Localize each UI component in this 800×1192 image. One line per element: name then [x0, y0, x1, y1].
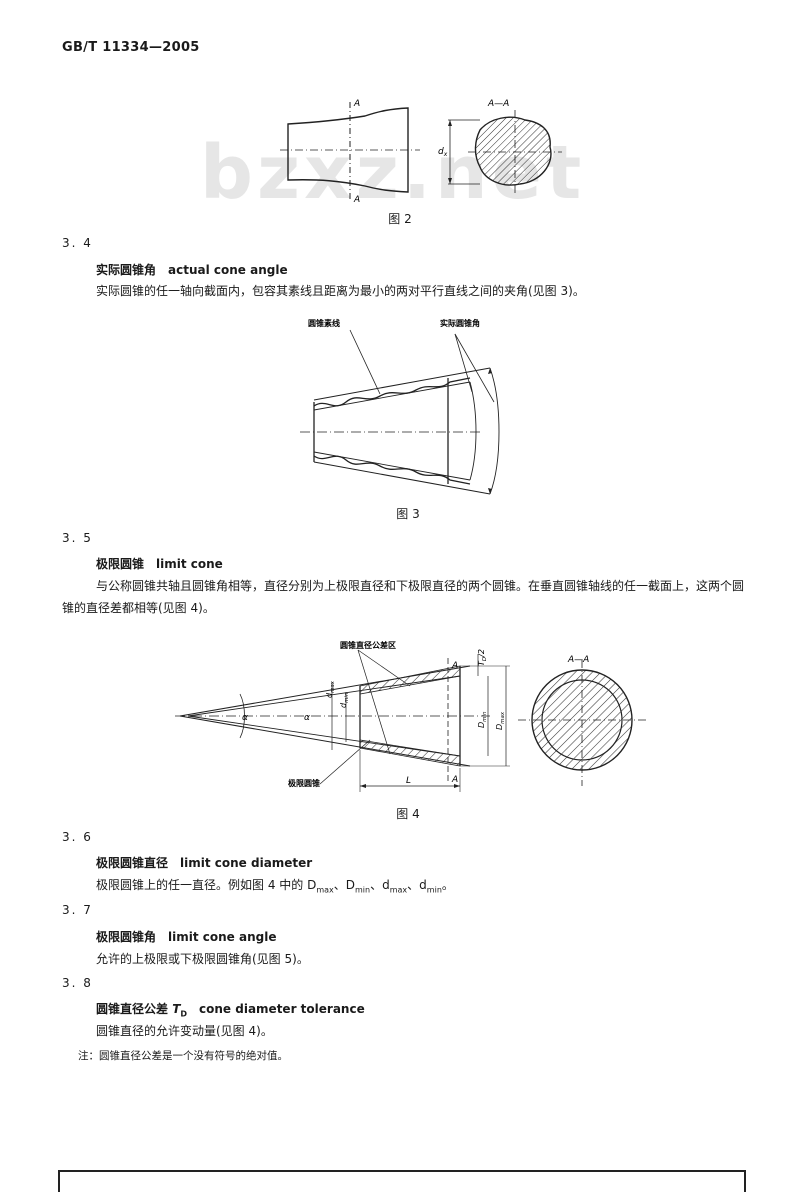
figure-2-drawing: A A dx A—A: [280, 99, 562, 205]
figure-3-caption: 图 3: [396, 507, 420, 521]
fig4-label-limit: 极限圆锥: [288, 778, 320, 788]
fig4-dmin: dmin: [339, 692, 350, 708]
fig2-section-title: A—A: [487, 99, 509, 109]
fig3-label-generatrix: 圆锥素线: [308, 318, 340, 328]
fig4-Dmax: Dmax: [495, 711, 506, 730]
section-3-4-definition: 实际圆锥的任一轴向截面内，包容其素线且距离为最小的两对平行直线之间的夹角(见图 …: [96, 284, 585, 298]
fig4-A-bottom: A: [451, 775, 458, 785]
section-3-6-definition: 极限圆锥上的任一直径。例如图 4 中的 Dmax、Dmin、dmax、dmin。: [96, 878, 454, 895]
fig4-Dmin: Dmin: [477, 711, 488, 728]
footer-frame: [58, 1170, 746, 1192]
fig4-alpha-right: α: [304, 713, 310, 723]
figure-4-caption: 图 4: [396, 807, 420, 821]
standard-id: GB/T 11334—2005: [62, 40, 200, 55]
fig4-td: TD/2: [477, 649, 488, 666]
fig2-section-label-top: A: [353, 99, 360, 109]
fig2-dim-label: dx: [438, 147, 448, 158]
section-3-5-definition: 与公称圆锥共轴且圆锥角相等，直径分别为上极限直径和下极限直径的两个圆锥。在垂直圆…: [62, 579, 745, 615]
figure-2-caption: 图 2: [388, 212, 412, 226]
section-3-6-number: 3. 6: [62, 830, 93, 844]
section-3-7-definition: 允许的上极限或下极限圆锥角(见图 5)。: [96, 952, 309, 966]
fig4-A-top: A: [451, 661, 458, 671]
fig3-label-angle: 实际圆锥角: [440, 318, 480, 328]
section-3-8-note: 注：圆锥直径公差是一个没有符号的绝对值。: [78, 1050, 288, 1062]
section-3-8-number: 3. 8: [62, 976, 93, 990]
fig4-alpha-left: α: [242, 713, 248, 723]
figure-3-drawing: 圆锥素线 实际圆锥角: [300, 318, 500, 495]
section-3-4-number: 3. 4: [62, 236, 93, 250]
section-3-7-number: 3. 7: [62, 903, 93, 917]
fig4-L: L: [406, 776, 411, 786]
fig4-section-title: A—A: [567, 655, 589, 665]
section-3-5-number: 3. 5: [62, 531, 93, 545]
fig4-label-zone: 圆锥直径公差区: [340, 640, 396, 650]
figure-4-drawing: A A α α dmax dmin Dmin Dmax TD/2 L 圆锥直径公…: [175, 640, 646, 792]
fig4-dmax: dmax: [325, 680, 336, 698]
fig2-section-label-bottom: A: [353, 195, 360, 205]
section-3-8-definition: 圆锥直径的允许变动量(见图 4)。: [96, 1024, 273, 1038]
